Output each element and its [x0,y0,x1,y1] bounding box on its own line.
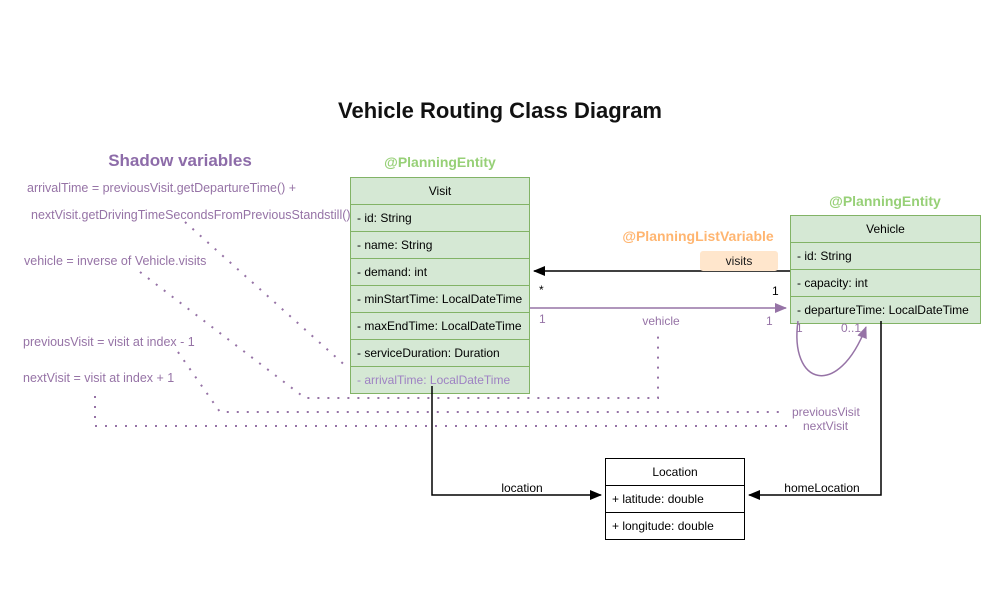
dotted-link-nextvisit [94,396,792,427]
vehicle-planning-entity-annotation: @PlanningEntity [829,193,941,209]
vehicle-multiplicity-left: 1 [539,312,546,326]
page-title: Vehicle Routing Class Diagram [338,98,662,123]
shadow-formula-arrivaltime-1: arrivalTime = previousVisit.getDeparture… [27,181,297,195]
shadow-formula-previousvisit: previousVisit = visit at index - 1 [23,335,195,349]
shadow-formula-nextvisit: nextVisit = visit at index + 1 [23,371,175,385]
visits-multiplicity-star: * [539,283,544,297]
class-location-name: Location [652,465,698,479]
shadow-formula-arrivaltime-2: nextVisit.getDrivingTimeSecondsFromPrevi… [31,208,351,222]
nextvisit-link-label: nextVisit [803,419,849,433]
location-attr-latitude: + latitude: double [606,485,744,512]
visit-attr-name: - name: String [351,231,529,258]
visit-attr-arrivaltime: - arrivalTime: LocalDateTime [351,366,529,393]
visit-planning-entity-annotation: @PlanningEntity [384,154,496,170]
location-attr-longitude: + longitude: double [606,512,744,539]
vehicle-attr-departuretime: - departureTime: LocalDateTime [791,296,980,323]
shadow-variables-heading: Shadow variables [108,151,252,170]
homelocation-association-label: homeLocation [784,481,860,495]
vehicle-attr-id: - id: String [791,242,980,269]
class-visit-name: Visit [428,184,452,198]
visit-attr-demand: - demand: int [351,258,529,285]
visit-attr-serviceduration: - serviceDuration: Duration [351,339,529,366]
class-vehicle-name: Vehicle [866,222,905,236]
loop-multiplicity-one: 1 [796,321,803,335]
location-association-label: location [501,481,543,495]
location-association-arrow [431,386,602,500]
visits-multiplicity-one: 1 [772,284,779,298]
visit-attr-minstarttime: - minStartTime: LocalDateTime [351,285,529,312]
previousvisit-link-label: previousVisit [792,405,860,419]
class-visit: Visit - id: String - name: String - dema… [350,177,530,394]
shadow-formula-vehicle: vehicle = inverse of Vehicle.visits [24,254,207,268]
visits-label-chip: visits [700,251,778,271]
loop-multiplicity-zero-one: 0..1 [841,321,862,335]
dotted-link-arrivaltime [184,221,349,369]
visit-attr-maxendtime: - maxEndTime: LocalDateTime [351,312,529,339]
class-location: Location + latitude: double + longitude:… [605,458,745,540]
visit-attr-id: - id: String [351,204,529,231]
vehicle-multiplicity-right: 1 [766,314,773,328]
vehicle-attr-capacity: - capacity: int [791,269,980,296]
vehicle-association-label: vehicle [642,314,680,328]
class-vehicle: Vehicle - id: String - capacity: int - d… [790,215,981,324]
planning-list-variable-annotation: @PlanningListVariable [622,228,774,244]
